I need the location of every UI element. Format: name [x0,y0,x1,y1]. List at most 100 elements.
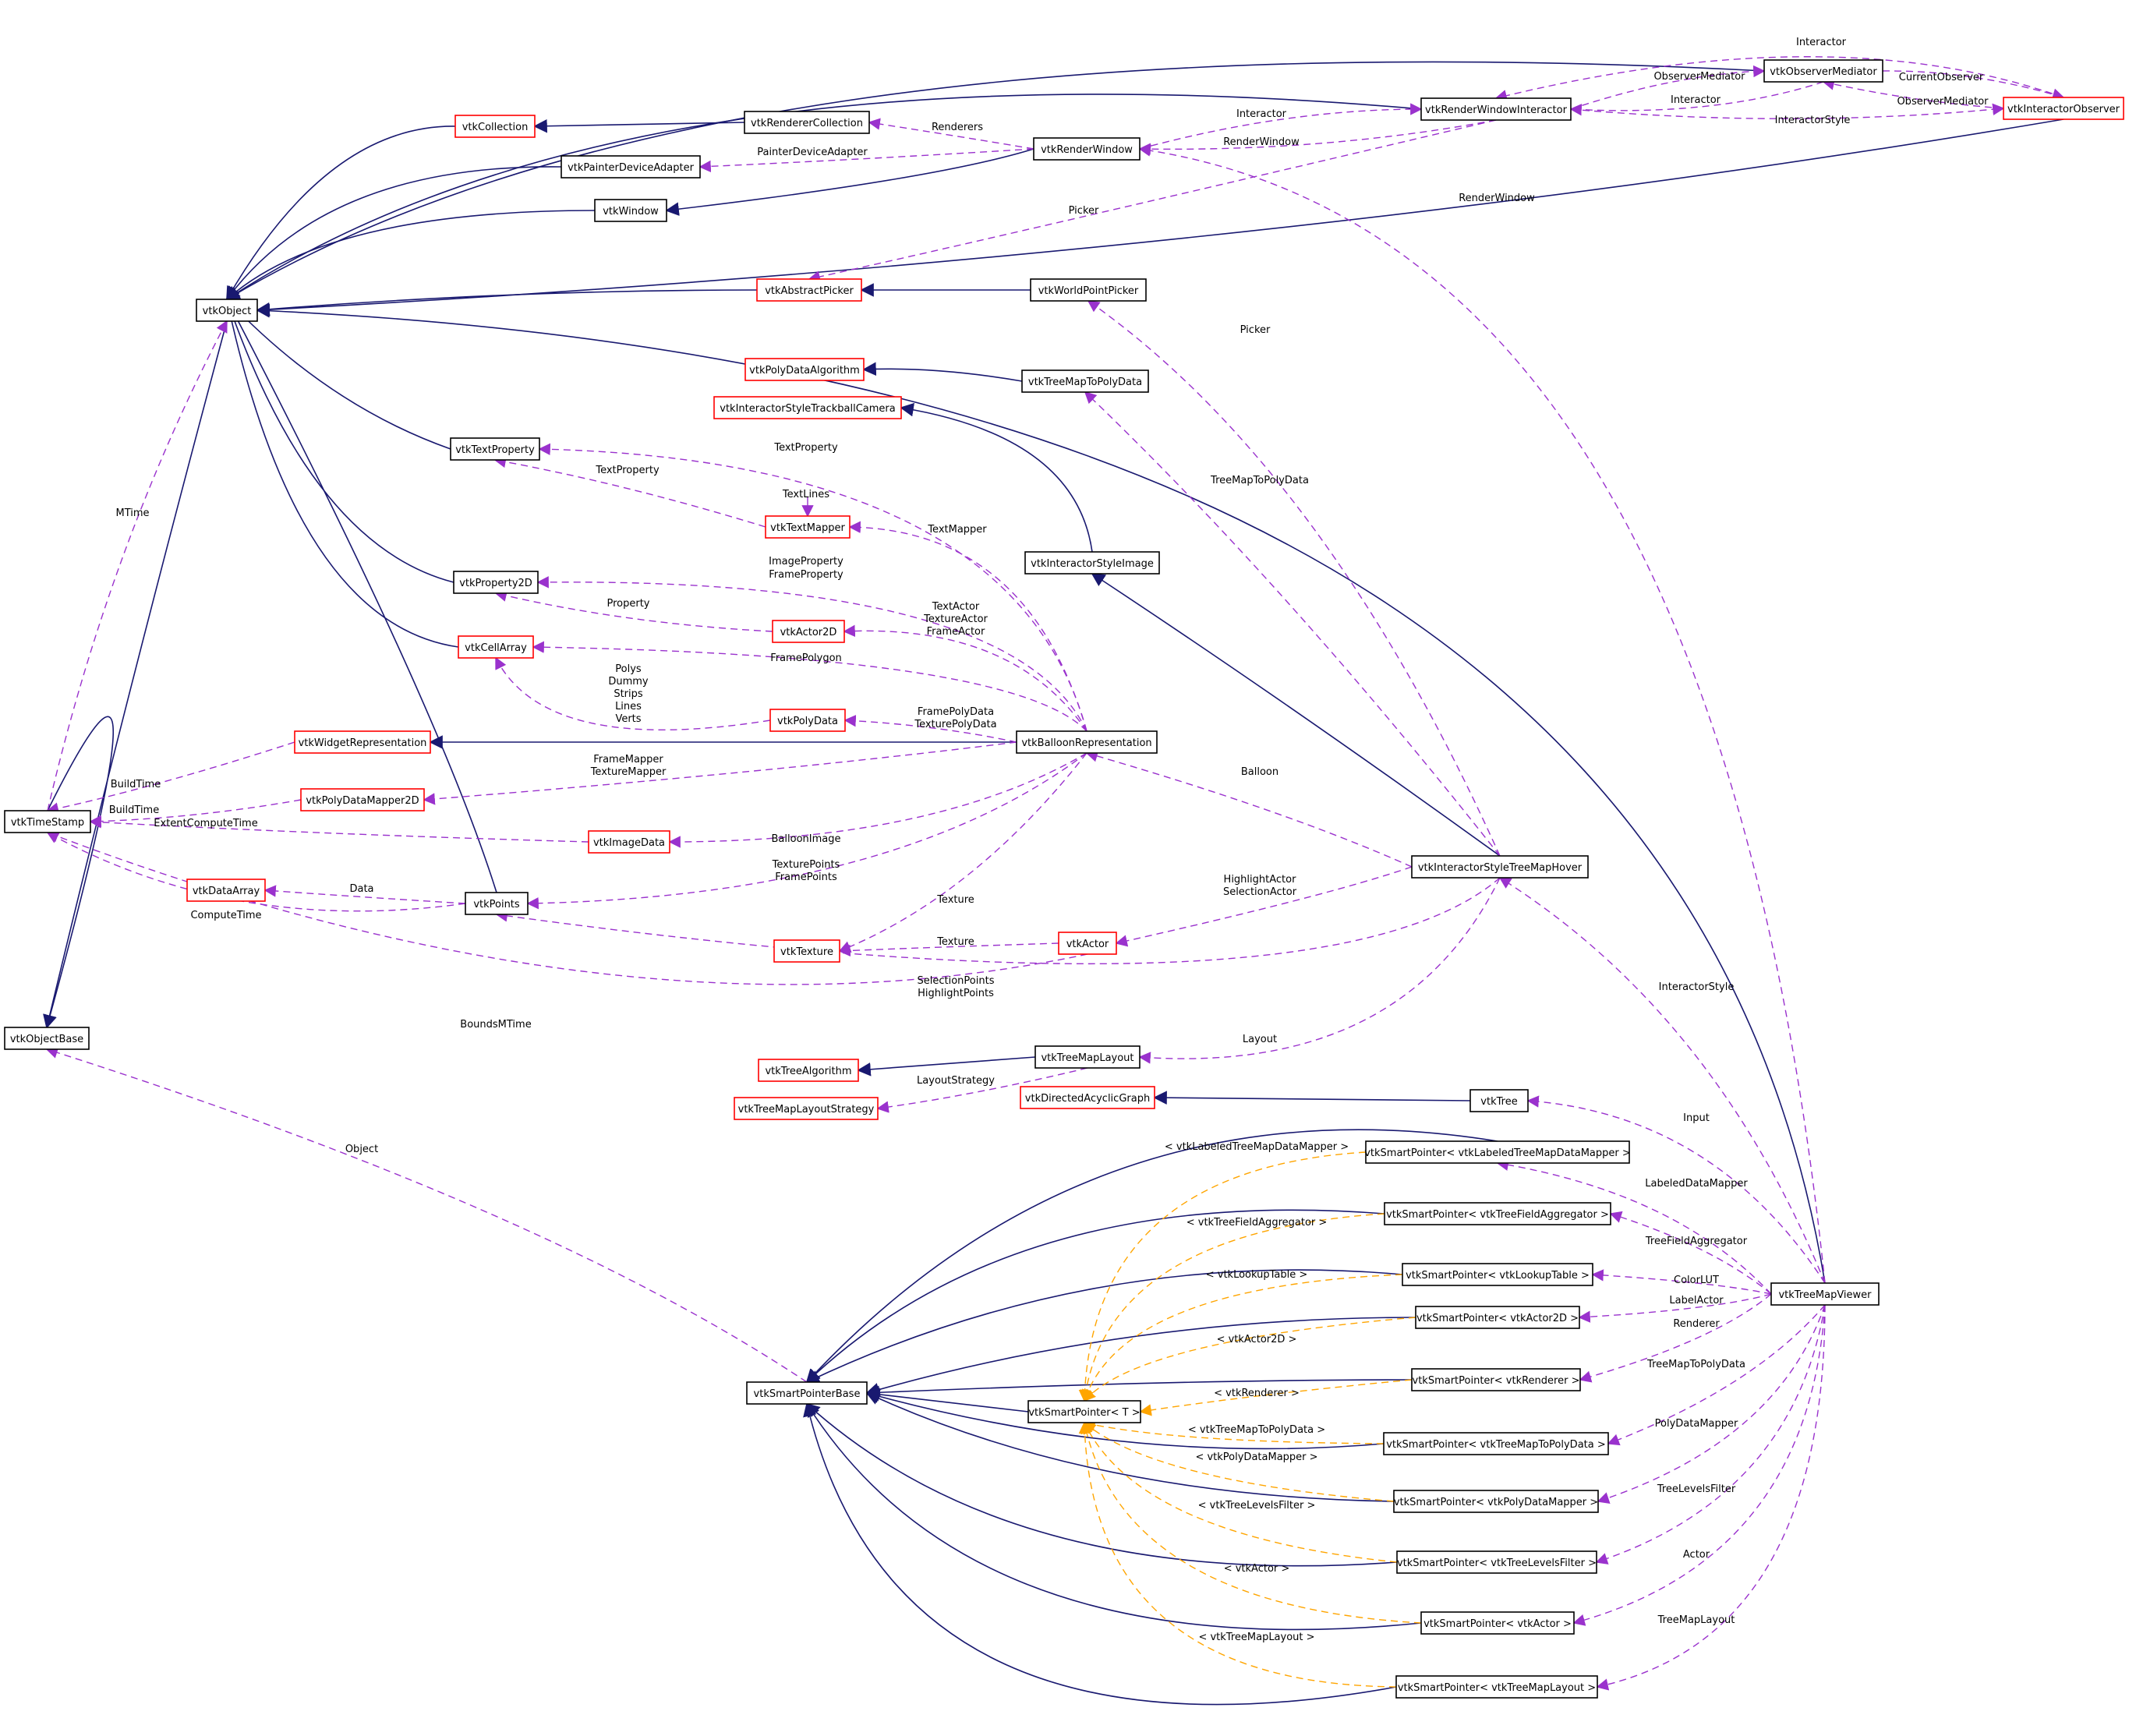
class-node-spActor2D[interactable]: vtkSmartPointer< vtkActor2D > [1415,1306,1580,1329]
usage-edge-vtkTreeMapViewer-to-vtkRenderWindow [1138,144,1826,1284]
class-node-vtkCollection[interactable]: vtkCollection [454,115,536,138]
class-node-vtkActor2D[interactable]: vtkActor2D [772,620,845,643]
class-node-vtkProperty2D[interactable]: vtkProperty2D [453,571,539,594]
class-box [1396,1550,1597,1574]
class-node-vtkObjectBase[interactable]: vtkObjectBase [4,1027,90,1050]
edge-label: Balloon [1241,766,1278,778]
class-node-spLevels[interactable]: vtkSmartPointer< vtkTreeLevelsFilter > [1396,1550,1597,1574]
usage-edge-vtkTreeMapViewer-to-spActor2D [1578,1293,1772,1323]
class-box [756,278,862,302]
class-name: vtkSmartPointer< vtkLabeledTreeMapDataMa… [1364,1147,1631,1159]
class-node-vtkPainterDeviceAdapter[interactable]: vtkPainterDeviceAdapter [561,155,701,179]
class-box [1030,278,1147,302]
edge-label: InteractorStyle [1775,115,1851,126]
class-node-spT[interactable]: vtkSmartPointer< T > [1027,1400,1141,1423]
edge-label: InteractorStyle [1659,981,1735,993]
class-node-vtkObserverMediator[interactable]: vtkObserverMediator [1763,59,1883,83]
class-name: vtkActor2D [780,627,837,638]
class-node-vtkTreeMapLayout[interactable]: vtkTreeMapLayout [1034,1045,1141,1069]
class-box [2003,97,2124,120]
inherit-edge-spLabeled-to-vtkSmartPointerBase [805,1129,1498,1384]
class-name: vtkWidgetRepresentation [299,737,427,749]
class-node-vtkInteractorStyleTreeMapHover[interactable]: vtkInteractorStyleTreeMapHover [1411,855,1589,879]
edge-label: FrameProperty [769,569,843,581]
edge-label: < vtkTreeLevelsFilter > [1198,1500,1316,1511]
class-name: vtkSmartPointerBase [754,1388,861,1400]
edge-label: Strips [614,688,643,700]
class-node-vtkCellArray[interactable]: vtkCellArray [458,635,534,659]
class-node-vtkImageData[interactable]: vtkImageData [588,830,670,854]
usage-edge-vtkBalloonRepresentation-to-vtkPoints [526,752,1087,910]
class-node-vtkRendererCollection[interactable]: vtkRendererCollection [744,111,870,134]
class-name: vtkTreeAlgorithm [765,1066,851,1077]
class-node-vtkInteractorObserver[interactable]: vtkInteractorObserver [2003,97,2124,120]
class-node-spField[interactable]: vtkSmartPointer< vtkTreeFieldAggregator … [1384,1202,1611,1225]
class-node-vtkWorldPointPicker[interactable]: vtkWorldPointPicker [1030,278,1147,302]
edge-label: < vtkTreeMapLayout > [1198,1632,1314,1643]
class-node-vtkObject[interactable]: vtkObject [196,299,258,322]
edge-label: Texture [936,894,974,906]
class-node-vtkAbstractPicker[interactable]: vtkAbstractPicker [756,278,862,302]
class-node-vtkDirectedAcyclicGraph[interactable]: vtkDirectedAcyclicGraph [1020,1086,1155,1109]
class-node-spLabeled[interactable]: vtkSmartPointer< vtkLabeledTreeMapDataMa… [1364,1140,1631,1164]
class-box [1420,97,1572,121]
class-node-spLookup[interactable]: vtkSmartPointer< vtkLookupTable > [1402,1263,1593,1286]
class-node-vtkTextProperty[interactable]: vtkTextProperty [450,437,540,461]
template-edge-spTreeMapToPoly-to-spT [1083,1419,1385,1444]
node-layer: vtkObject vtkTimeStamp vtkObjectBase vtkCol… [4,59,2124,1699]
class-node-spRenderer[interactable]: vtkSmartPointer< vtkRenderer > [1411,1368,1581,1391]
class-node-vtkWindow[interactable]: vtkWindow [594,199,667,222]
class-node-spActor[interactable]: vtkSmartPointer< vtkActor > [1420,1611,1575,1635]
class-box [453,571,539,594]
class-node-vtkInteractorStyleTrackballCamera[interactable]: vtkInteractorStyleTrackballCamera [713,396,902,419]
class-node-vtkTimeStamp[interactable]: vtkTimeStamp [4,810,91,833]
edge-label: PolyDataMapper [1655,1418,1738,1430]
class-name: vtkObserverMediator [1770,66,1877,78]
inherit-edge-vtkTree-to-vtkDirectedAcyclicGraph [1153,1091,1471,1105]
class-node-vtkTreeMapToPolyData[interactable]: vtkTreeMapToPolyData [1021,369,1149,393]
class-node-vtkPolyDataAlgorithm[interactable]: vtkPolyDataAlgorithm [744,358,865,381]
class-box [765,515,851,539]
class-node-vtkPolyDataMapper2D[interactable]: vtkPolyDataMapper2D [300,788,425,811]
class-node-vtkTree[interactable]: vtkTree [1469,1089,1529,1112]
class-node-vtkDataArray[interactable]: vtkDataArray [186,879,266,902]
edge-label: HighlightPoints [918,988,994,999]
template-edge-spActor2D-to-spT [1083,1317,1416,1402]
class-name: vtkSmartPointer< vtkActor2D > [1416,1313,1579,1324]
edge-label: Verts [615,713,641,725]
class-node-vtkTreeAlgorithm[interactable]: vtkTreeAlgorithm [758,1059,859,1082]
edge-label: ColorLUT [1674,1275,1719,1286]
class-node-vtkSmartPointerBase[interactable]: vtkSmartPointerBase [746,1381,868,1405]
edge-label: < vtkActor2D > [1217,1334,1297,1345]
class-node-vtkRenderWindow[interactable]: vtkRenderWindow [1033,137,1141,161]
class-name: vtkTextProperty [455,444,535,456]
class-box [713,396,902,419]
class-name: vtkSmartPointer< vtkTreeMapLayout > [1398,1682,1596,1694]
class-node-vtkTextMapper[interactable]: vtkTextMapper [765,515,851,539]
class-box [4,1027,90,1050]
usage-edge-vtkInteractorStyleTreeMapHover-to-vtkPoints [495,877,1501,965]
class-node-vtkBalloonRepresentation[interactable]: vtkBalloonRepresentation [1016,730,1158,754]
edge-label: CurrentObserver [1899,72,1984,83]
class-name: vtkObjectBase [10,1034,83,1045]
class-node-vtkPoints[interactable]: vtkPoints [465,892,529,915]
edge-label: PainterDeviceAdapter [757,147,868,158]
class-box [1027,1400,1141,1423]
class-node-spPolyMapper[interactable]: vtkSmartPointer< vtkPolyDataMapper > [1393,1490,1599,1513]
class-node-vtkWidgetRepresentation[interactable]: vtkWidgetRepresentation [294,730,431,754]
usage-edge-vtkRenderWindowInteractor-to-vtkRenderWindow [1138,119,1497,155]
class-node-spLayout[interactable]: vtkSmartPointer< vtkTreeMapLayout > [1395,1675,1598,1699]
edge-label: TreeFieldAggregator [1645,1236,1748,1247]
class-node-spTreeMapToPoly[interactable]: vtkSmartPointer< vtkTreeMapToPolyData > [1383,1432,1609,1455]
usage-edge-vtkBalloonRepresentation-to-vtkImageData [668,752,1087,848]
class-node-vtkActor[interactable]: vtkActor [1058,932,1117,955]
class-node-vtkTexture[interactable]: vtkTexture [773,939,840,963]
class-node-vtkTreeMapLayoutStrategy[interactable]: vtkTreeMapLayoutStrategy [734,1097,879,1120]
class-node-vtkTreeMapViewer[interactable]: vtkTreeMapViewer [1770,1282,1880,1306]
class-node-vtkInteractorStyleImage[interactable]: vtkInteractorStyleImage [1024,551,1160,575]
usage-edge-vtkRenderWindow-to-vtkRenderWindowInteractor [1139,103,1423,150]
class-node-vtkPolyData[interactable]: vtkPolyData [769,709,846,732]
class-node-vtkRenderWindowInteractor[interactable]: vtkRenderWindowInteractor [1420,97,1572,121]
